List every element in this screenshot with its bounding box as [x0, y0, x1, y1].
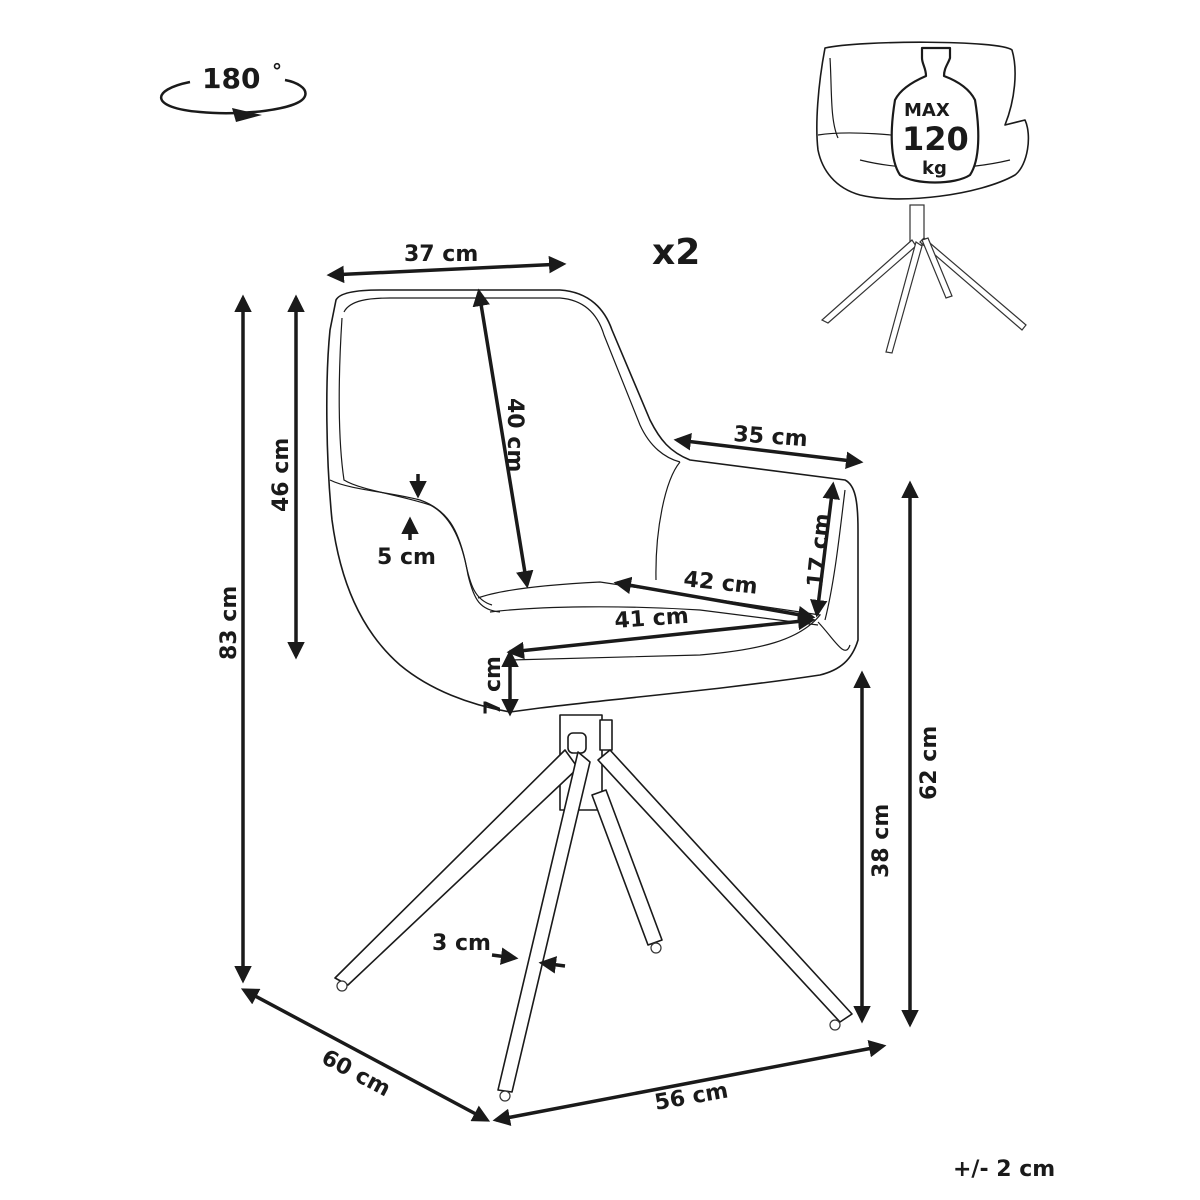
seat-height-label: 38 cm — [869, 804, 894, 878]
degree-symbol: ° — [272, 59, 282, 83]
arm-depth-line — [673, 432, 864, 470]
leg-width-label: 3 cm — [432, 931, 491, 956]
back-width-line — [326, 255, 567, 284]
arm-height-line — [810, 481, 840, 618]
leg-width-arrow-left — [491, 947, 519, 965]
back-height-label: 40 cm — [502, 398, 527, 472]
quantity-label: x2 — [652, 232, 700, 273]
backrest-height-label: 46 cm — [269, 438, 294, 512]
seat-thickness-label: 7 cm — [481, 656, 506, 715]
width-line — [492, 1040, 887, 1126]
arm-thickness-label: 5 cm — [377, 545, 436, 570]
depth-line — [240, 988, 491, 1122]
total-height-label: 83 cm — [217, 586, 242, 660]
rotation-label: 180 — [202, 62, 260, 95]
back-height-line — [472, 288, 534, 589]
max-load-value: 120 — [902, 120, 969, 158]
seat-depth-line — [613, 576, 816, 624]
rotation-icon: 180 ° — [159, 59, 307, 122]
dimension-lines — [234, 255, 919, 1126]
leg-width-arrow-right — [538, 956, 566, 974]
dimension-labels: 37 cm 40 cm 35 cm 17 cm 42 cm 41 cm 46 c… — [217, 242, 1055, 1182]
max-load-unit: kg — [922, 158, 947, 179]
seat-width-line — [506, 612, 816, 660]
depth-label: 60 cm — [317, 1045, 394, 1102]
back-width-label: 37 cm — [404, 242, 478, 267]
arm-depth-label: 35 cm — [733, 422, 809, 452]
width-label: 56 cm — [653, 1078, 730, 1116]
seat-width-label: 41 cm — [614, 604, 690, 634]
max-load-chair-icon: MAX 120 kg — [816, 41, 1030, 354]
chair-drawing — [325, 289, 859, 1102]
max-label: MAX — [904, 100, 950, 121]
arm-floor-height-label: 62 cm — [917, 726, 942, 800]
tolerance-label: +/- 2 cm — [953, 1157, 1055, 1182]
